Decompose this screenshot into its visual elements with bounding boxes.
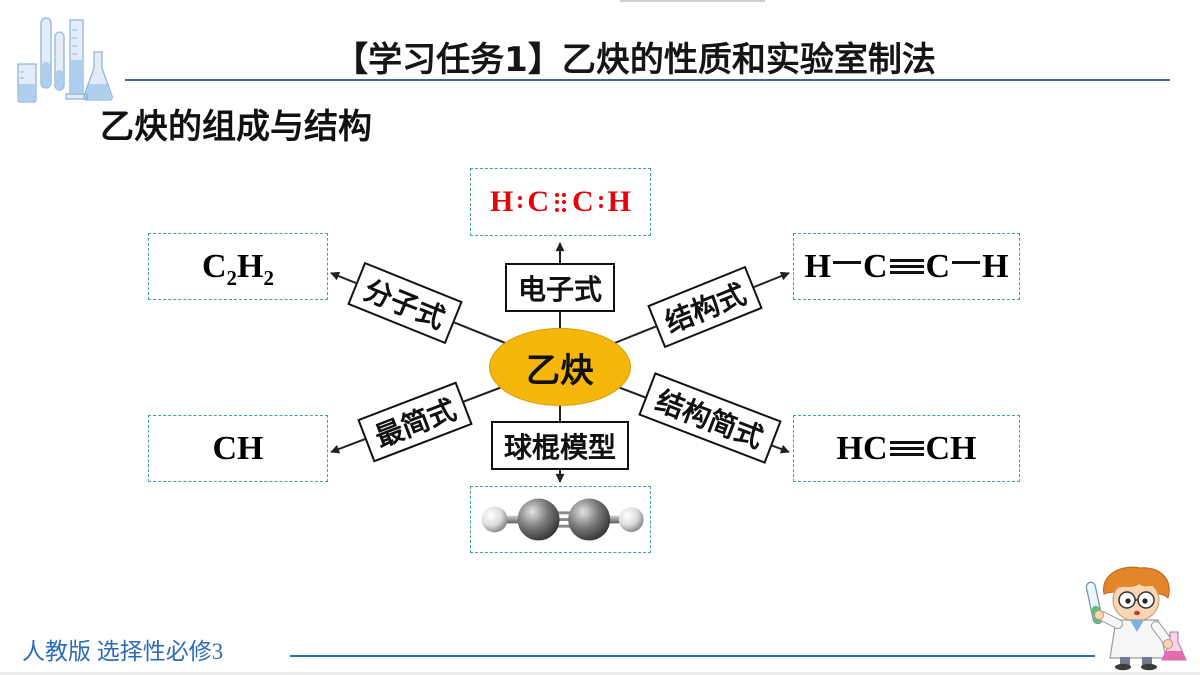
- label-ball-stick-model: 球棍模型: [491, 421, 629, 470]
- electron-shared-dots: [555, 192, 566, 212]
- atom-count-subscript: 2: [263, 265, 275, 290]
- electron-atom: H: [607, 185, 632, 218]
- bond-stick: [494, 515, 539, 523]
- footer-rule: [290, 655, 1095, 657]
- electron-dot: [562, 207, 566, 212]
- electron-pair-dots: [598, 196, 603, 208]
- electron-dot: [555, 192, 559, 197]
- electron-dot: [562, 200, 566, 204]
- electron-dot: [555, 207, 559, 212]
- bond-line: [889, 265, 924, 268]
- ball-stick-model-box: [470, 486, 651, 553]
- electron-formula-box: H C C H: [470, 168, 651, 236]
- empirical-formula: CH: [212, 429, 264, 467]
- electron-formula: H C C H: [490, 187, 631, 217]
- electron-dot: [598, 196, 603, 201]
- bond-line: [889, 441, 924, 444]
- electron-pair-dots: [518, 196, 523, 208]
- electron-atom: C: [527, 185, 549, 218]
- structural-atom: H: [804, 247, 831, 285]
- single-bond: [832, 248, 861, 278]
- bond-line: [889, 259, 924, 262]
- slide-title: 【学习任务1】乙炔的性质和实验室制法: [334, 40, 936, 80]
- bond-line: [832, 261, 861, 264]
- bond-line: [889, 271, 924, 274]
- label-electron-formula: 电子式: [505, 263, 615, 312]
- molecular-formula: C2H2: [201, 247, 274, 288]
- electron-dot: [518, 203, 523, 208]
- electron-dot: [598, 203, 603, 208]
- title-underline: [125, 79, 1170, 81]
- electron-atom: H: [489, 185, 514, 218]
- electron-atom: C: [572, 185, 594, 218]
- condensed-formula: HC CH: [836, 429, 977, 467]
- bond-line: [889, 453, 924, 456]
- element-symbol: H: [237, 247, 264, 285]
- element-symbol: C: [201, 247, 227, 285]
- bond-line: [889, 447, 924, 450]
- single-bond: [952, 248, 981, 278]
- bond-line: [952, 261, 981, 264]
- ball-stick-model: [481, 498, 644, 541]
- structural-atom: H: [982, 247, 1009, 285]
- hydrogen-ball: [618, 506, 644, 532]
- triple-bond: [889, 434, 924, 464]
- condensed-formula-box: HC CH: [793, 415, 1020, 482]
- section-heading: 乙炔的组成与结构: [100, 107, 372, 147]
- electron-dot: [562, 192, 566, 197]
- atom-count-subscript: 2: [226, 265, 238, 290]
- carbon-ball: [567, 498, 610, 541]
- electron-dot: [555, 200, 559, 204]
- molecular-formula-box: C2H2: [148, 233, 328, 300]
- cartoon-scientist-illustration: [1085, 566, 1187, 671]
- structural-atom: C: [925, 247, 951, 285]
- slide-top-edge: [620, 0, 765, 2]
- condensed-left-group: HC: [836, 429, 888, 467]
- triple-bond: [889, 252, 924, 282]
- structural-atom: C: [862, 247, 888, 285]
- center-node-acetylene: 乙炔: [489, 328, 631, 406]
- structural-formula: H C C H: [804, 247, 1009, 285]
- carbon-ball: [517, 498, 560, 541]
- empirical-formula-box: CH: [148, 415, 328, 482]
- footer-text: 人教版 选择性必修3: [22, 639, 224, 664]
- electron-dot: [518, 196, 523, 201]
- lab-glassware-illustration: [17, 17, 113, 103]
- slide-bottom-edge: [0, 672, 1200, 675]
- structural-formula-box: H C C H: [793, 233, 1020, 300]
- condensed-right-group: CH: [925, 429, 977, 467]
- hydrogen-ball: [481, 506, 508, 532]
